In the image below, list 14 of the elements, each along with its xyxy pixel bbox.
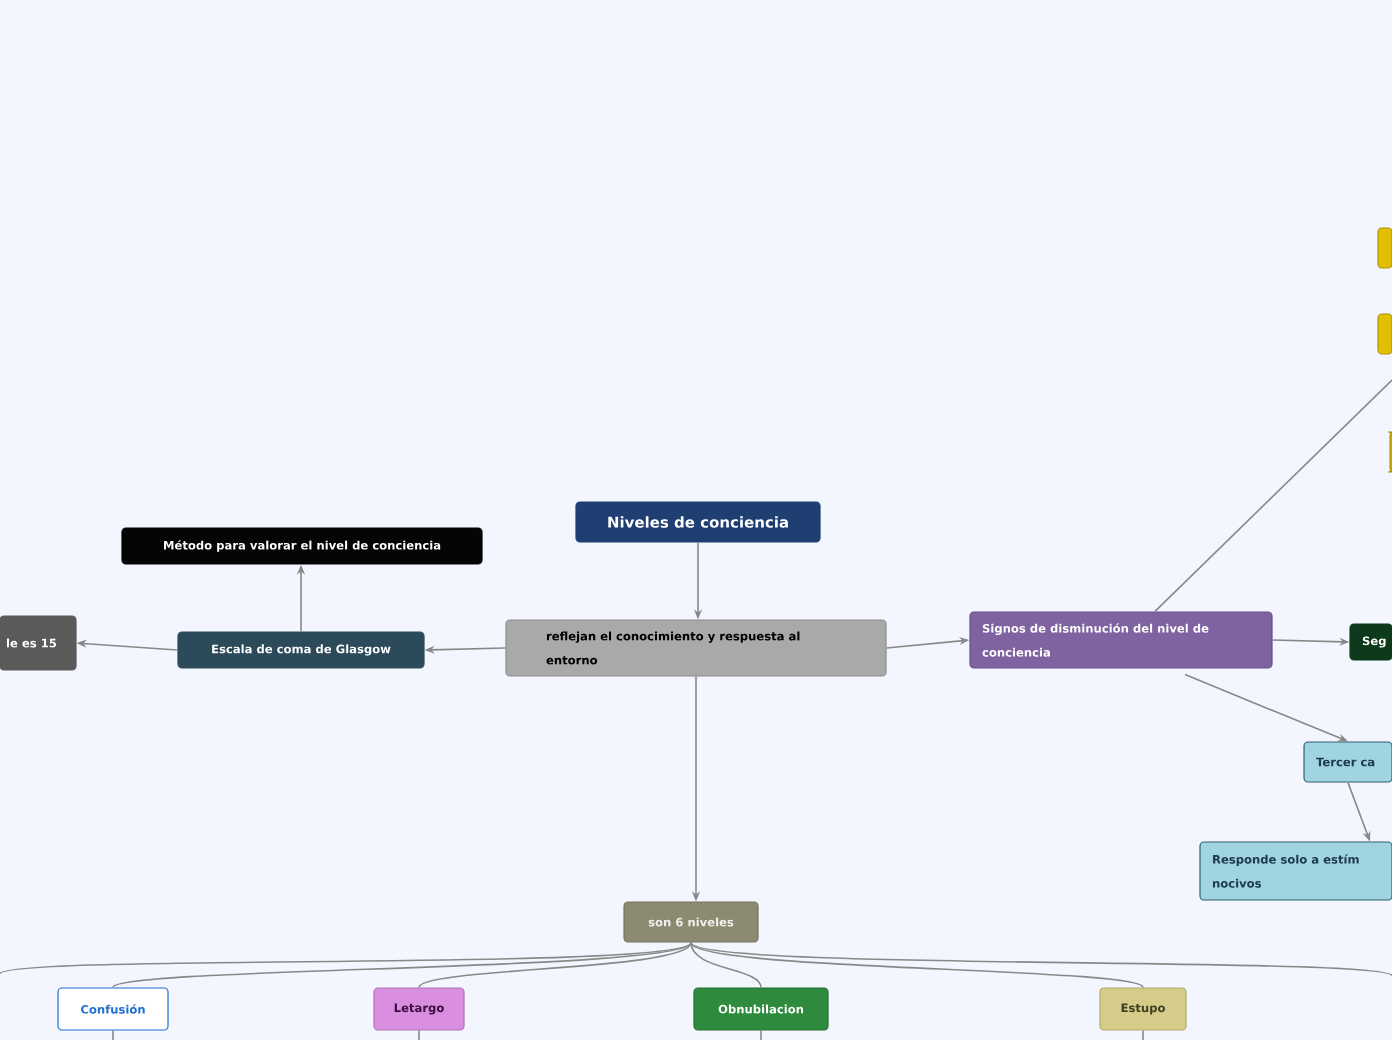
connector-line xyxy=(418,1029,420,1040)
connector-line xyxy=(418,941,692,989)
connector-line xyxy=(112,941,692,989)
empty-box xyxy=(1377,313,1392,355)
connector-line xyxy=(112,1029,114,1040)
empty-box xyxy=(1387,431,1392,473)
connector-line xyxy=(760,1029,762,1040)
connector-line xyxy=(0,941,692,975)
connector-line xyxy=(690,941,1144,989)
connector-line xyxy=(690,941,762,989)
connector-line xyxy=(690,941,1392,977)
connector-line xyxy=(1154,379,1392,613)
empty-box xyxy=(1377,227,1392,269)
connector-line xyxy=(1142,1029,1144,1040)
